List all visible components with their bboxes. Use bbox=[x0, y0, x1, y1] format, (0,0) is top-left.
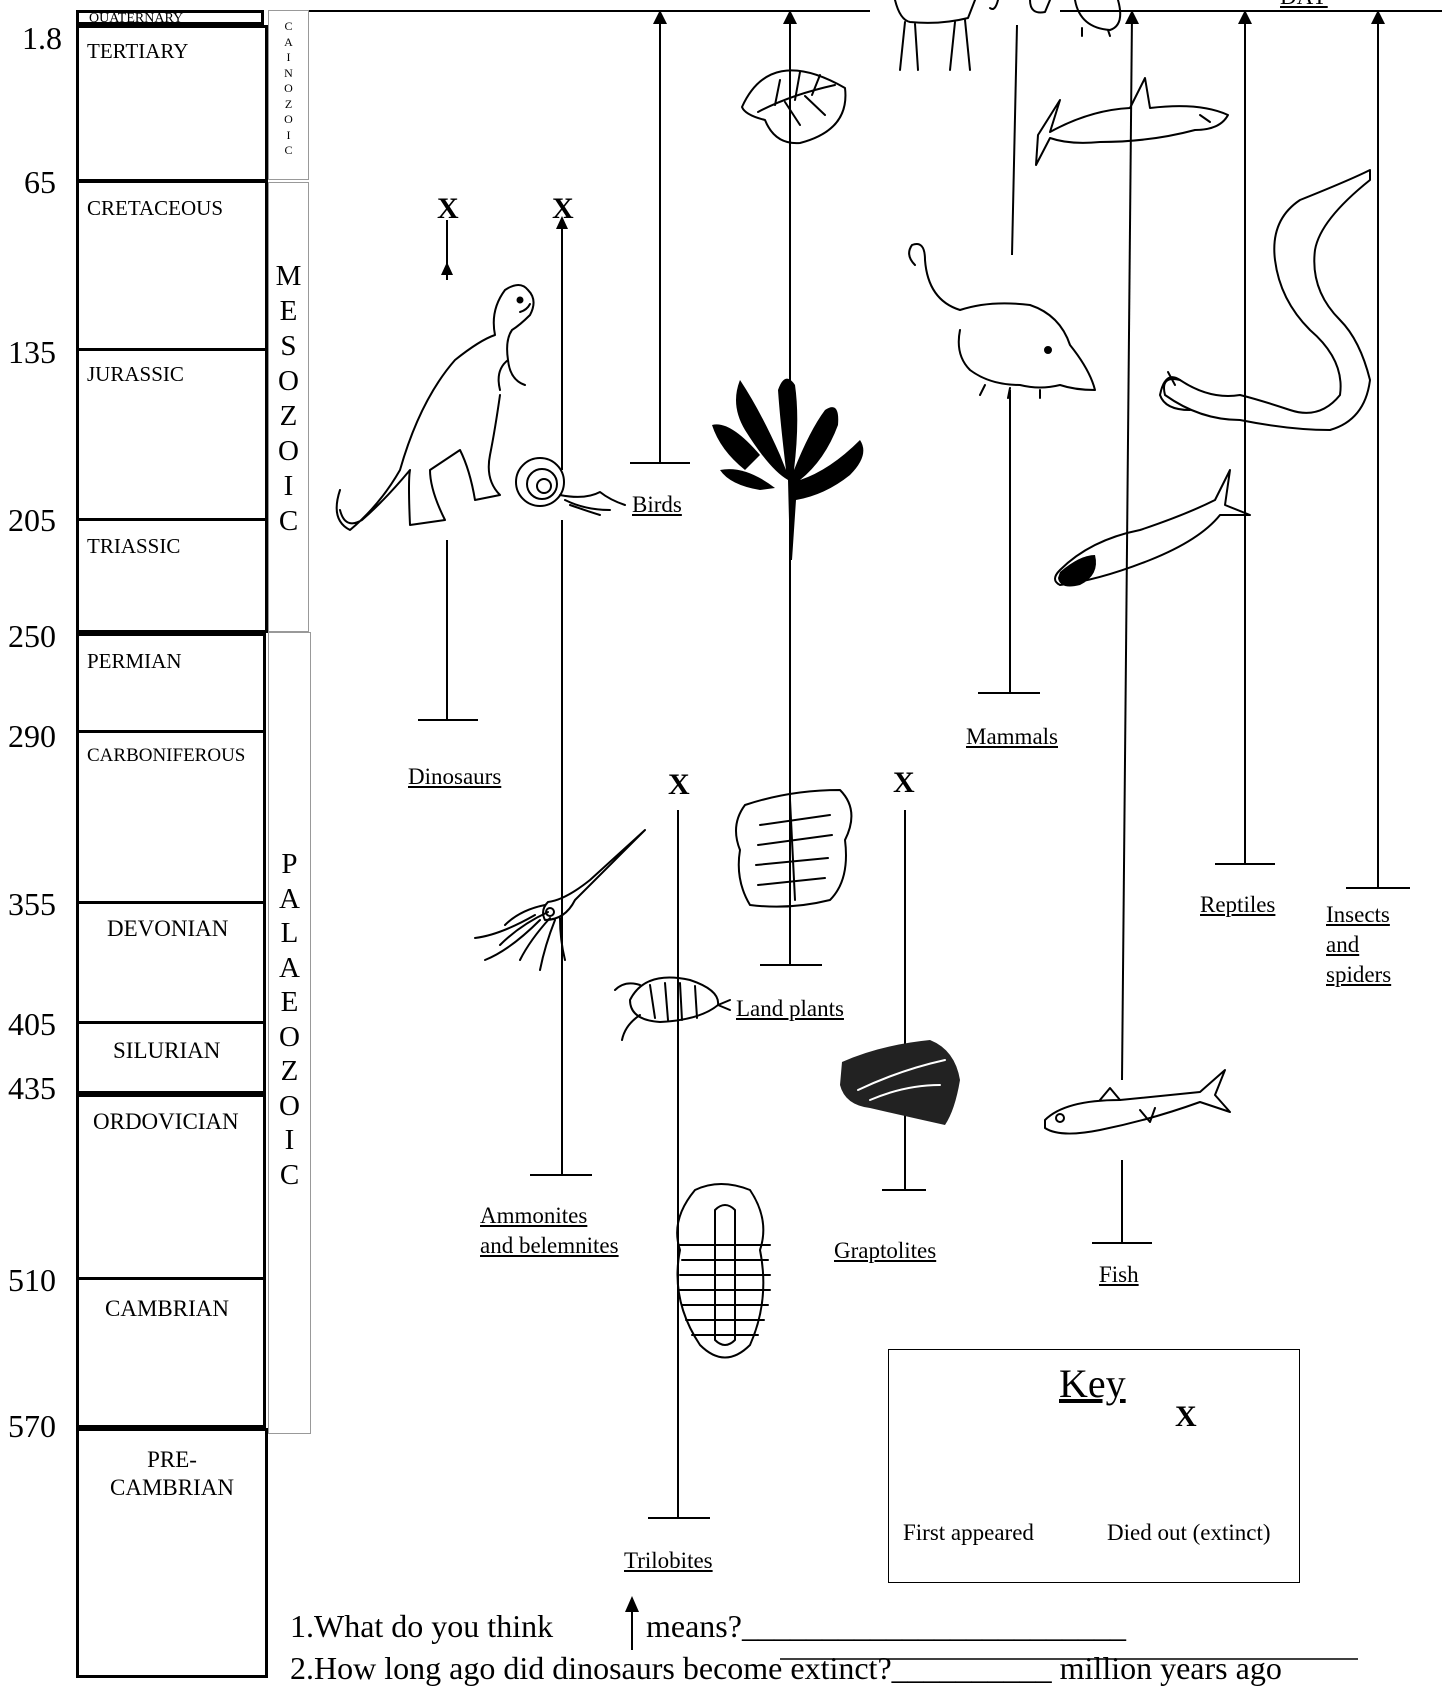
reptiles-range bbox=[1215, 14, 1275, 864]
fossil-rock-illustration bbox=[736, 790, 851, 907]
present-day-label: DAY bbox=[1280, 0, 1328, 12]
extinct-mark: X bbox=[437, 194, 459, 224]
question-2: 2.How long ago did dinosaurs become exti… bbox=[290, 1650, 1282, 1687]
arrow-up-icon bbox=[653, 10, 667, 24]
arrow-up-icon bbox=[441, 262, 453, 275]
trilobite-small-illustration bbox=[615, 978, 730, 1041]
trilobite-illustration bbox=[677, 1184, 770, 1358]
arrowheads bbox=[441, 10, 1385, 275]
question-1-prefix: 1.What do you think bbox=[290, 1608, 553, 1645]
label-birds: Birds bbox=[632, 490, 682, 520]
extinct-mark: X bbox=[552, 194, 574, 224]
dinosaur-illustration bbox=[337, 285, 534, 530]
key-box: Key X First appeared Died out (extinct) bbox=[888, 1349, 1300, 1583]
key-extinct-mark: X bbox=[1175, 1402, 1197, 1432]
insects-range bbox=[1346, 14, 1410, 888]
ammonites-range bbox=[530, 220, 592, 1175]
fossil-fish-fill bbox=[1058, 555, 1096, 586]
label-insects-and: and bbox=[1326, 930, 1359, 960]
mammal-illustration bbox=[909, 244, 1095, 398]
extinct-mark: X bbox=[668, 770, 690, 800]
belemnite-illustration bbox=[475, 830, 645, 970]
arrow-up-icon bbox=[1125, 10, 1139, 24]
arrow-up-icon bbox=[1371, 10, 1385, 24]
extinct-mark: X bbox=[893, 768, 915, 798]
birds-range bbox=[630, 14, 690, 463]
trilobites-range bbox=[648, 810, 710, 1518]
label-insects: Insects bbox=[1326, 900, 1390, 930]
graptolite-illustration bbox=[840, 1040, 960, 1125]
arrow-up-icon bbox=[1238, 10, 1252, 24]
mammals-range bbox=[978, 25, 1040, 693]
label-graptolites: Graptolites bbox=[834, 1236, 936, 1266]
key-first-appeared-label: First appeared bbox=[903, 1520, 1034, 1546]
label-ammonites: Ammonites bbox=[480, 1201, 587, 1231]
arrow-up-icon bbox=[783, 10, 797, 24]
label-trilobites: Trilobites bbox=[624, 1546, 713, 1576]
arrow-up-icon bbox=[625, 1596, 639, 1612]
question-1-suffix: means?________________________ bbox=[646, 1608, 1126, 1645]
label-land-plants: Land plants bbox=[736, 994, 844, 1024]
fish-range bbox=[1092, 14, 1152, 1243]
label-fish: Fish bbox=[1099, 1260, 1139, 1290]
label-reptiles: Reptiles bbox=[1200, 890, 1275, 920]
key-title: Key bbox=[1059, 1360, 1126, 1407]
bear-illustration bbox=[1030, 0, 1120, 36]
label-dinosaurs: Dinosaurs bbox=[408, 762, 501, 792]
fern-illustration bbox=[712, 379, 863, 560]
small-fish-illustration bbox=[1045, 1070, 1230, 1134]
label-mammals: Mammals bbox=[966, 722, 1058, 752]
key-died-out-label: Died out (extinct) bbox=[1107, 1520, 1271, 1546]
graptolites-range bbox=[882, 810, 926, 1190]
deer-illustration bbox=[895, 0, 998, 70]
label-spiders: spiders bbox=[1326, 960, 1391, 990]
crocodile-illustration bbox=[1160, 170, 1370, 430]
leaf-illustration bbox=[742, 70, 845, 143]
label-belemnites: and belemnites bbox=[480, 1231, 619, 1261]
ammonite-illustration bbox=[516, 458, 625, 515]
